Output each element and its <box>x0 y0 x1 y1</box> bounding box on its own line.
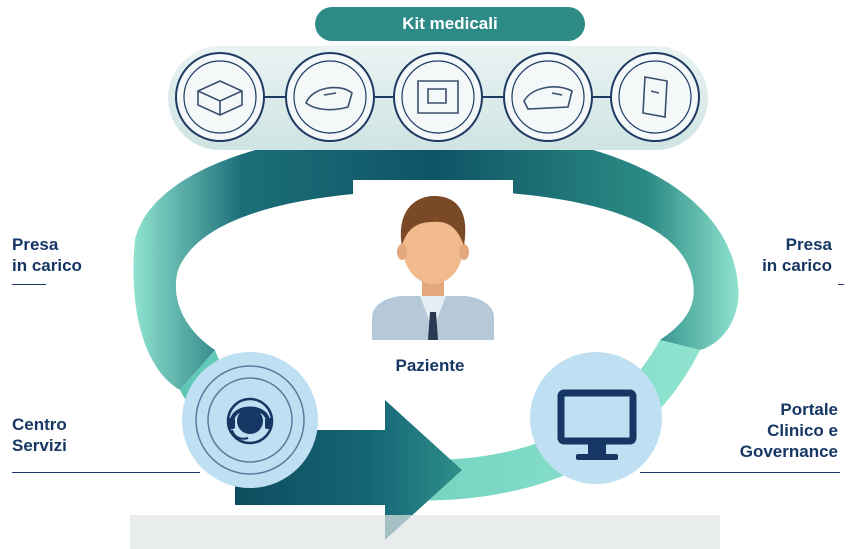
headset-icon <box>226 397 274 445</box>
monitor-icon <box>557 389 637 460</box>
glucometer-icon <box>285 52 375 142</box>
left-presa-rule <box>12 284 46 285</box>
pulse-oximeter-icon <box>610 52 700 142</box>
floor-shadow <box>130 515 720 549</box>
patient-avatar-icon <box>372 196 494 340</box>
portale-label: Portale Clinico e Governance <box>739 400 838 461</box>
right-presa-label: Presa in carico <box>762 235 832 275</box>
patient-label: Paziente <box>395 356 465 375</box>
portale-badge <box>530 352 662 484</box>
right-bottom-rule <box>640 472 840 473</box>
left-bottom-rule <box>12 472 200 473</box>
right-presa-rule <box>838 284 844 285</box>
centro-servizi-badge <box>182 352 318 488</box>
scale-box-icon <box>393 52 483 142</box>
device-case-icon <box>175 52 265 142</box>
patient-card <box>353 180 513 340</box>
kit-title: Kit medicali <box>315 7 585 41</box>
blood-pressure-monitor-icon <box>503 52 593 142</box>
centro-servizi-label: Centro Servizi <box>12 415 67 455</box>
left-presa-label: Presa in carico <box>12 235 82 275</box>
